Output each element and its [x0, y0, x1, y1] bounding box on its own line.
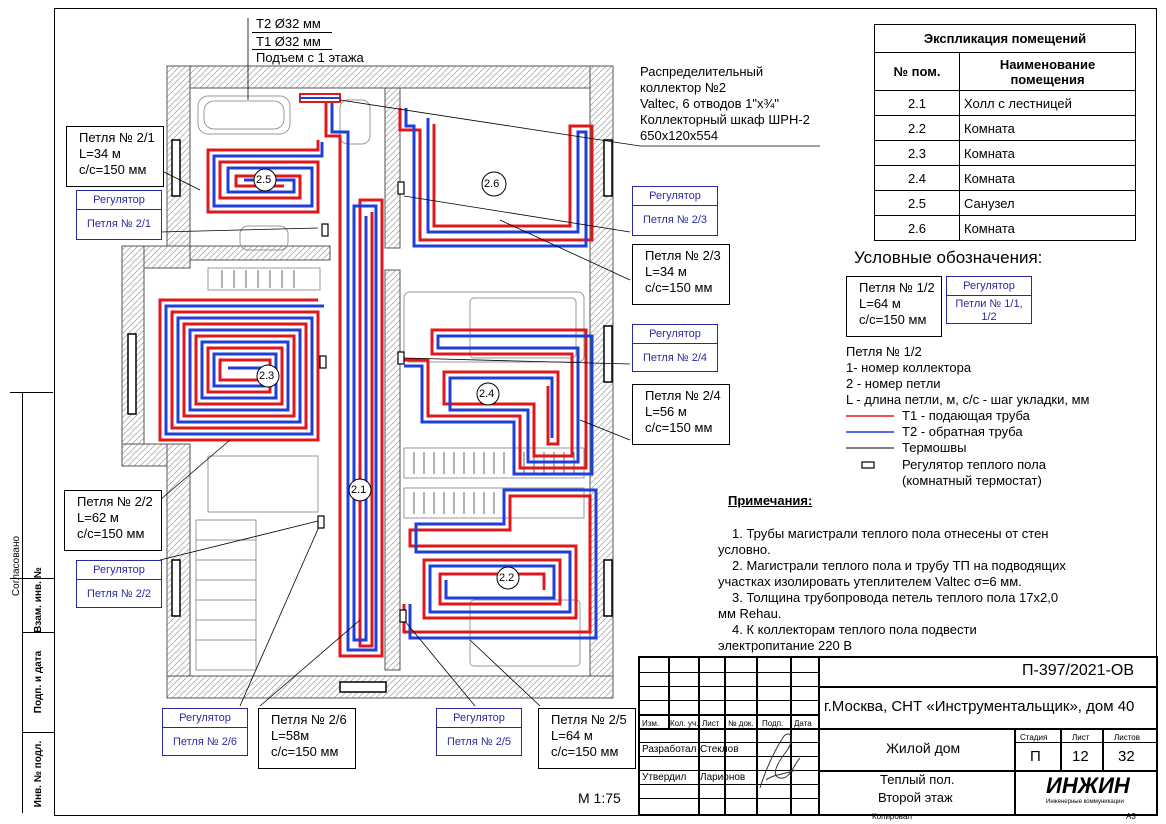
stamp-drawing1: Теплый пол.	[880, 772, 955, 787]
stamp-stage: П	[1030, 748, 1041, 765]
loop-2-3	[158, 298, 324, 442]
stamp-copied: Копировал	[872, 812, 913, 821]
legend-keys: Петля № 1/2 1- номер коллектора 2 - номе…	[846, 344, 1090, 407]
room-tag-2-4: 2.4	[479, 388, 495, 400]
explication-table: Экспликация помещений № пом. Наименовани…	[874, 24, 1136, 241]
room-tags	[253, 168, 520, 590]
windows	[127, 139, 613, 693]
loop-2-4	[404, 328, 594, 476]
signature	[759, 733, 801, 789]
room-tag-2-6: 2.6	[484, 178, 500, 190]
thermostats	[317, 181, 407, 623]
stamp-format: А3	[1126, 812, 1136, 821]
room-tag-2-5: 2.5	[256, 174, 272, 186]
left-sidebar: Согласовано Взам. инв. № Подп. и дата Ин…	[10, 392, 54, 813]
legend-t1: Т1 - подающая труба	[902, 408, 1030, 423]
legend-title: Условные обозначения:	[854, 248, 1043, 267]
collector-description: Распределительный коллектор №2 Valtec, 6…	[640, 64, 810, 143]
pipe-t2-label: Т2 Ø32 мм	[256, 16, 321, 31]
legend-reg2: (комнатный термостат)	[902, 473, 1042, 488]
logo-sub: Инженерные коммуникации	[1046, 799, 1124, 805]
room-tag-2-3: 2.3	[259, 370, 275, 382]
legend-reg-symbol	[861, 461, 875, 469]
stamp-drawing2: Второй этаж	[878, 790, 953, 805]
fixtures	[195, 95, 585, 671]
room-tag-2-2: 2.2	[499, 572, 515, 584]
approved-label: Утвердил	[642, 772, 687, 783]
developed-name: Стеклов	[700, 744, 739, 755]
pipe-t1-label: Т1 Ø32 мм	[256, 34, 321, 49]
col-num: № пом.	[874, 52, 960, 91]
legend-thermo: Термошвы	[902, 440, 967, 455]
scale: М 1:75	[578, 790, 621, 806]
legend-t2: Т2 - обратная труба	[902, 424, 1023, 439]
loop-2-2	[402, 488, 598, 640]
stamp-object: Жилой дом	[886, 740, 961, 756]
notes-title: Примечания:	[728, 493, 813, 508]
col-name: Наименование помещения	[959, 52, 1136, 91]
notes: 1. Трубы магистрали теплого пола отнесен…	[718, 526, 1066, 653]
legend-regulator-box: Регулятор Петли № 1/1,1/2	[946, 276, 1032, 324]
loop-room-2-6	[398, 108, 594, 248]
stamp-code: П-397/2021-ОВ	[1022, 662, 1135, 679]
stamp-sheets: 32	[1118, 748, 1135, 765]
explication-title: Экспликация помещений	[874, 24, 1136, 53]
room-tag-2-1: 2.1	[351, 484, 367, 496]
rise-label: Подъем с 1 этажа	[256, 50, 364, 65]
logo: ИНЖИН	[1046, 773, 1130, 798]
loop-2-6	[324, 100, 384, 658]
drawing-frame	[54, 8, 1157, 816]
approved-name: Ларионов	[700, 772, 746, 783]
legend-reg1: Регулятор теплого пола	[902, 457, 1046, 472]
loop-2-5	[206, 140, 324, 214]
leaders	[159, 18, 820, 707]
stamp-address: г.Москва, СНТ «Инструментальщик», дом 40	[824, 698, 1135, 715]
title-block: Изм. Кол. уч. Лист № док. Подп. Дата Раз…	[638, 656, 1158, 816]
developed-label: Разработал	[642, 744, 697, 755]
stamp-sheet: 12	[1072, 748, 1089, 765]
